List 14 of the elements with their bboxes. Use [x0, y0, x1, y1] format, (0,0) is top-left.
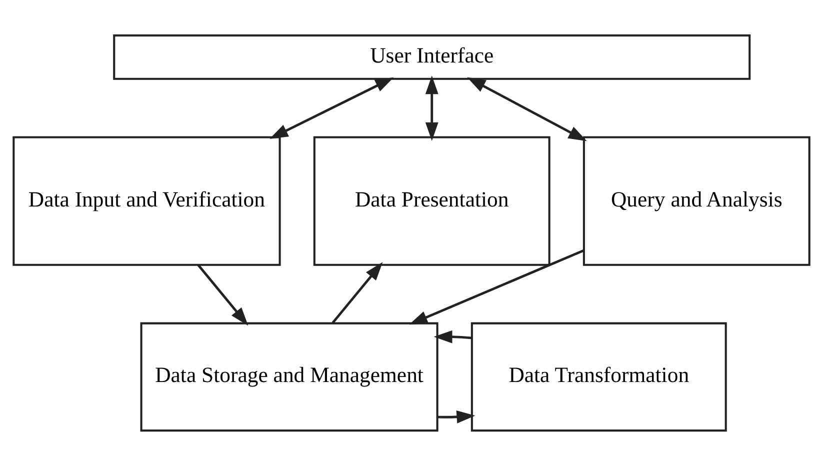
arrow	[197, 264, 248, 326]
arrow	[434, 330, 472, 344]
node-box: Query and Analysis	[582, 136, 810, 266]
arrow	[270, 77, 394, 139]
node-box: Data Presentation	[313, 136, 550, 266]
node-box: Data Storage and Management	[140, 322, 438, 432]
node-box: Data Transformation	[470, 322, 727, 432]
arrow	[437, 410, 476, 424]
arrow	[425, 76, 438, 141]
arrow	[409, 249, 584, 325]
node-box: User Interface	[113, 34, 751, 80]
node-box: Data Input and Verification	[12, 136, 281, 266]
arrow	[332, 262, 383, 324]
arrow	[467, 77, 587, 142]
